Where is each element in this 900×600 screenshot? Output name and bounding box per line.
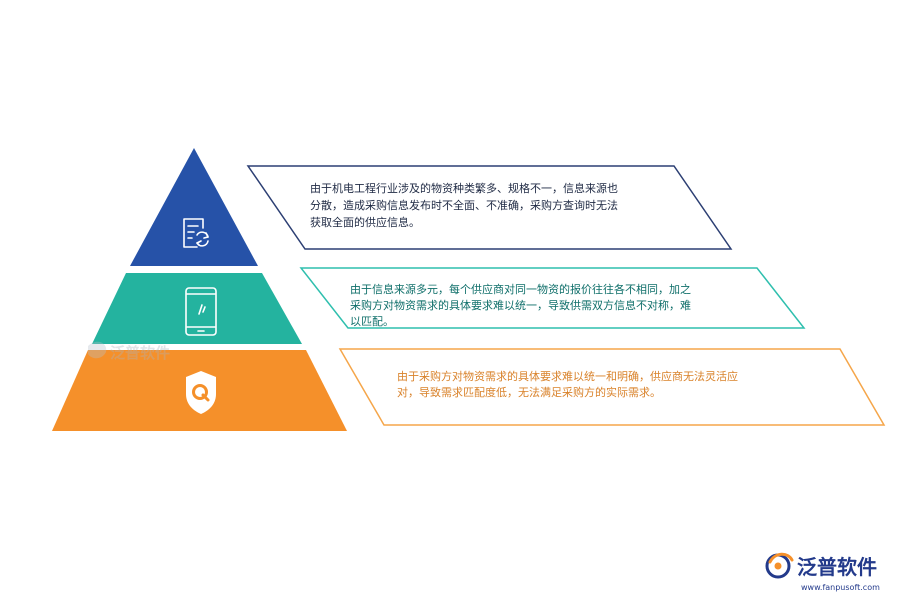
tier-1-description: 由于机电工程行业涉及的物资种类繁多、规格不一，信息来源也 分散，造成采购信息发布…: [310, 181, 622, 229]
tier-1-triangle: [130, 148, 258, 266]
tier-3-description: 由于采购方对物资需求的具体要求难以统一和明确，供应商无法灵活应 对，导致需求匹配…: [397, 369, 742, 399]
tier-1-line-1: 由于机电工程行业涉及的物资种类繁多、规格不一，信息来源也: [310, 181, 618, 195]
brand-name: 泛普软件: [797, 555, 877, 579]
tier-1-text-box: [246, 165, 733, 250]
document-refresh-icon: [183, 218, 209, 248]
brand-logo: 泛普软件 www.fanpusoft.com: [765, 552, 880, 592]
tier-3-line-1: 由于采购方对物资需求的具体要求难以统一和明确，供应商无法灵活应: [397, 369, 738, 383]
tier-3: 由于采购方对物资需求的具体要求难以统一和明确，供应商无法灵活应 对，导致需求匹配…: [52, 348, 886, 431]
watermark: 泛普软件: [88, 341, 170, 362]
tier-2: 由于信息来源多元，每个供应商对同一物资的报价往往各不相同，加之 采购方对物资需求…: [92, 267, 806, 344]
tier-2-line-2: 采购方对物资需求的具体要求难以统一，导致供需双方信息不对称，难: [350, 298, 691, 312]
shield-q-icon: [186, 371, 216, 414]
tier-2-line-3: 以匹配。: [350, 315, 394, 328]
watermark-text: 泛普软件: [110, 344, 170, 362]
tier-1: 由于机电工程行业涉及的物资种类繁多、规格不一，信息来源也 分散，造成采购信息发布…: [130, 148, 733, 266]
brand-logo-icon: [765, 552, 794, 579]
tier-2-text-box: [299, 267, 806, 329]
tier-1-line-2: 分散，造成采购信息发布时不全面、不准确，采购方查询时无法: [310, 198, 618, 212]
tier-2-line-1: 由于信息来源多元，每个供应商对同一物资的报价往往各不相同，加之: [350, 282, 691, 296]
brand-url: www.fanpusoft.com: [801, 583, 880, 592]
tier-1-line-3: 获取全面的供应信息。: [310, 215, 420, 229]
tier-3-line-2: 对，导致需求匹配度低，无法满足采购方的实际需求。: [397, 385, 661, 399]
tier-2-trapezoid: [92, 273, 302, 344]
watermark-logo-icon: [88, 341, 107, 359]
tier-2-description: 由于信息来源多元，每个供应商对同一物资的报价往往各不相同，加之 采购方对物资需求…: [350, 282, 695, 328]
mobile-phone-icon: [185, 287, 217, 336]
tier-3-text-box: [338, 348, 886, 426]
